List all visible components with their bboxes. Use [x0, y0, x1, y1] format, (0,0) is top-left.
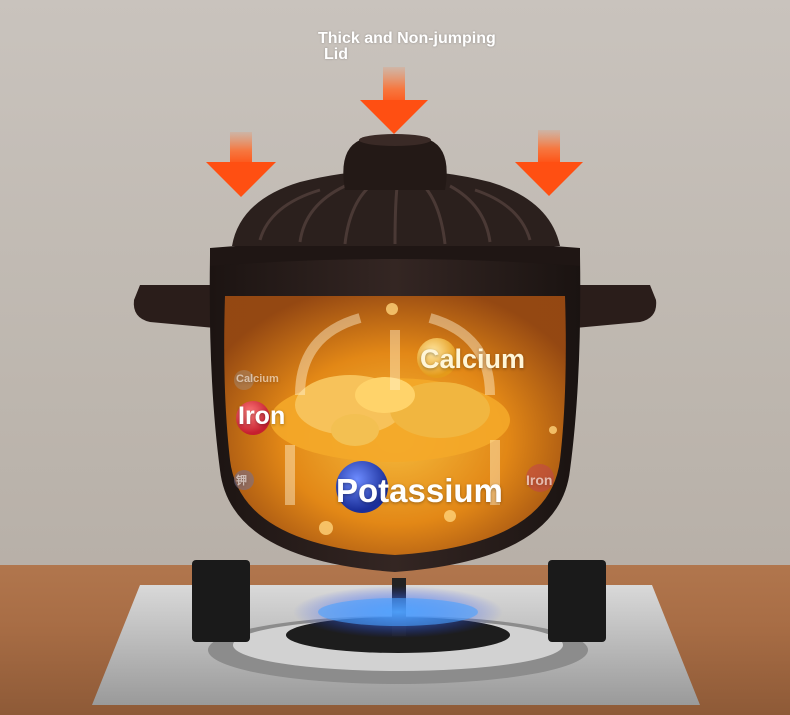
down-arrow-icon — [515, 130, 583, 196]
lid-feature-caption: Thick and Non-jumping Lid — [318, 31, 496, 63]
faded-potassium-label: 钾 — [236, 475, 247, 487]
calcium-label: Calcium — [420, 344, 526, 374]
calcium-ball-icon — [417, 338, 457, 378]
convection-arrows — [285, 313, 500, 505]
faded-calcium-label: Calcium — [236, 373, 279, 385]
iron-ball-icon — [236, 401, 270, 435]
potassium-ball-icon — [336, 461, 388, 513]
stove — [92, 560, 700, 705]
faded-iron-label: Iron — [526, 472, 553, 488]
soup-ingredients — [270, 375, 510, 462]
caption-line-2: Lid — [324, 46, 348, 63]
potassium-label: Potassium — [336, 472, 503, 509]
iron-label: Iron — [238, 402, 286, 430]
down-arrow-icon — [206, 132, 276, 197]
bubbles — [319, 303, 557, 535]
caption-line-1: Thick and Non-jumping — [318, 30, 496, 47]
down-arrow-icon — [360, 67, 428, 134]
